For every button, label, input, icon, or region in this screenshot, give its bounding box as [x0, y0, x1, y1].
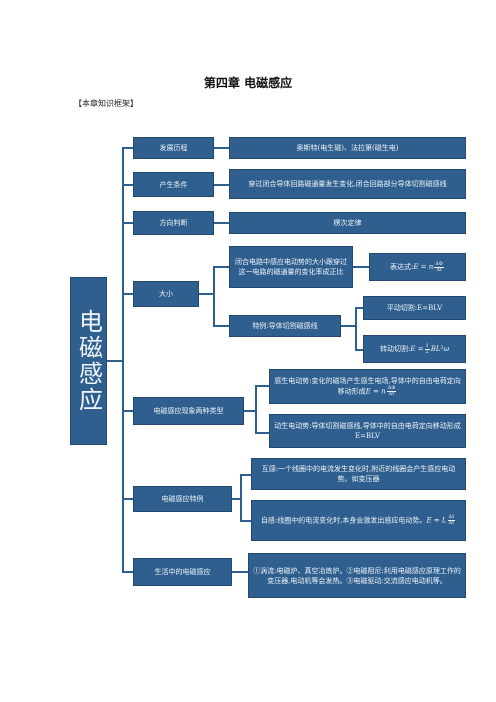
magnitude-expression: 表达式: E = n ΔΦ Δt [369, 253, 466, 281]
expression-numerator: ΔΦ [434, 260, 444, 268]
translation-cut: 平动切割: E=BLV [363, 296, 466, 320]
connector-direction-detail [213, 222, 229, 224]
connector-condition-detail [213, 184, 229, 186]
rotation-numerator: 1 [424, 342, 430, 350]
connector-special-cases-h [231, 498, 241, 500]
section-subtitle: 【本章知识框架】 [74, 99, 138, 108]
rotation-denominator: 2 [425, 348, 429, 355]
node-history: 发展历程 [133, 137, 214, 159]
emf-induced-text: 感生电动势:变化的磁场产生感生电场,导体中的自由电荷定向移动形成 [274, 377, 461, 396]
connector-rotation [355, 349, 363, 351]
emf-induced-numerator: ΔΦ [386, 385, 397, 392]
special-self-lhs: E = L [426, 516, 447, 525]
root-node: 电磁感应 [70, 277, 107, 445]
node-daily-label: 生活中的电磁感应 [154, 568, 211, 576]
rotation-label: 转动切割: [379, 345, 411, 353]
connector-condition [122, 184, 133, 186]
connector-magnitude-h [198, 293, 214, 295]
detail-history-text: 奥斯特(电生磁)、法拉第(磁生电) [296, 144, 399, 152]
emf-induced-lhs: E = n [365, 387, 386, 396]
page-title: 第四章 电磁感应 [203, 76, 293, 90]
detail-condition: 穿过闭合导体回路磁通量发生变化,闭合回路部分导体切割磁感线 [229, 169, 466, 199]
connector-translation [355, 307, 363, 309]
root-label: 电磁感应 [74, 309, 103, 413]
connector-mutual [240, 474, 251, 476]
node-special-cases-label: 电磁感应特例 [161, 495, 204, 503]
emf-motional: 动生电动势:导体切割磁感线,导体中的自由电荷定向移动形成E=BLV [269, 414, 466, 448]
connector-magnitude-special [213, 325, 230, 327]
connector-special-cases-v [240, 474, 242, 521]
connector-daily [122, 571, 133, 573]
special-self-text: 自感:线圈中的电流变化时,本身会激发出感应电动势。 [260, 516, 427, 525]
connector-root-trunk [106, 360, 123, 362]
node-emf-types-label: 电磁感应现象两种类型 [153, 407, 224, 415]
special-mutual: 互感:一个线圈中的电流发生变化时,附近的线圈会产生感应电动势。如变压器 [251, 458, 466, 490]
connector-emf-v [255, 385, 257, 433]
node-direction-label: 方向判断 [159, 219, 188, 227]
special-self-numerator: ΔI [447, 514, 456, 521]
node-history-label: 发展历程 [159, 144, 188, 152]
special-self-denominator: Δt [448, 520, 455, 526]
connector-emf-induced [255, 385, 269, 387]
expression-label: 表达式: [389, 263, 414, 271]
daily-detail: ①涡流:电磁炉、真空冶炼炉。②电磁阻尼:利用电磁感应原理工作的变压器,电动机等会… [248, 553, 466, 598]
node-magnitude: 大小 [133, 281, 199, 307]
connector-self [240, 520, 251, 522]
detail-direction: 楞次定律 [229, 212, 466, 234]
rotation-cut: 转动切割: E = 1 2 BL²ω [363, 335, 466, 363]
connector-direction [122, 222, 133, 224]
rotation-fraction: 1 2 [424, 342, 430, 355]
expression-denominator: Δt [436, 266, 442, 273]
connector-main-trunk [122, 147, 124, 571]
node-condition-label: 产生条件 [159, 180, 188, 189]
connector-magnitude [122, 293, 133, 295]
detail-condition-text: 穿过闭合导体回路磁通量发生变化,闭合回路部分导体切割磁感线 [248, 180, 447, 188]
node-condition: 产生条件 [133, 172, 214, 197]
emf-induced-denominator: Δt [388, 391, 395, 397]
connector-emf-h [243, 410, 256, 412]
expression-fraction: ΔΦ Δt [434, 260, 444, 273]
connector-magnitude-law [213, 266, 230, 268]
expression-lhs: E = n [413, 263, 434, 271]
special-mutual-text: 互感:一个线圈中的电流发生变化时,附近的线圈会产生感应电动势。如变压器 [261, 465, 456, 483]
connector-special [122, 498, 133, 500]
connector-law-expression [352, 266, 369, 268]
rotation-lhs: E = [410, 345, 424, 353]
connector-special-v [355, 307, 357, 350]
node-emf-types: 电磁感应现象两种类型 [133, 397, 244, 425]
translation-formula: E=BLV [417, 304, 443, 312]
connector-magnitude-v [213, 266, 215, 326]
connector-special-h [340, 325, 356, 327]
magnitude-law-text: 闭合电路中感应电动势的大小跟穿过这一电路的磁通量的变化率成正比 [235, 258, 347, 276]
connector-emf-types [122, 410, 133, 412]
magnitude-law: 闭合电路中感应电动势的大小跟穿过这一电路的磁通量的变化率成正比 [229, 246, 353, 288]
daily-detail-text: ①涡流:电磁炉、真空冶炼炉。②电磁阻尼:利用电磁感应原理工作的变压器,电动机等会… [253, 566, 461, 585]
connector-daily-detail [231, 571, 248, 573]
connector-history-detail [213, 147, 229, 149]
translation-label: 平动切割: [386, 304, 418, 312]
node-magnitude-label: 大小 [159, 290, 173, 298]
rotation-rhs: BL²ω [430, 345, 450, 353]
connector-history [122, 147, 133, 149]
detail-direction-text: 楞次定律 [333, 219, 362, 227]
node-daily: 生活中的电磁感应 [133, 558, 232, 586]
node-direction: 方向判断 [133, 211, 214, 235]
connector-emf-motional [255, 432, 269, 434]
detail-history: 奥斯特(电生磁)、法拉第(磁生电) [229, 137, 466, 159]
emf-motional-text: 动生电动势:导体切割磁感线,导体中的自由电荷定向移动形成E=BLV [274, 422, 461, 440]
magnitude-special-text: 特例:导体切割磁感线 [252, 322, 318, 330]
magnitude-special: 特例:导体切割磁感线 [229, 315, 341, 337]
node-special-cases: 电磁感应特例 [133, 486, 232, 512]
